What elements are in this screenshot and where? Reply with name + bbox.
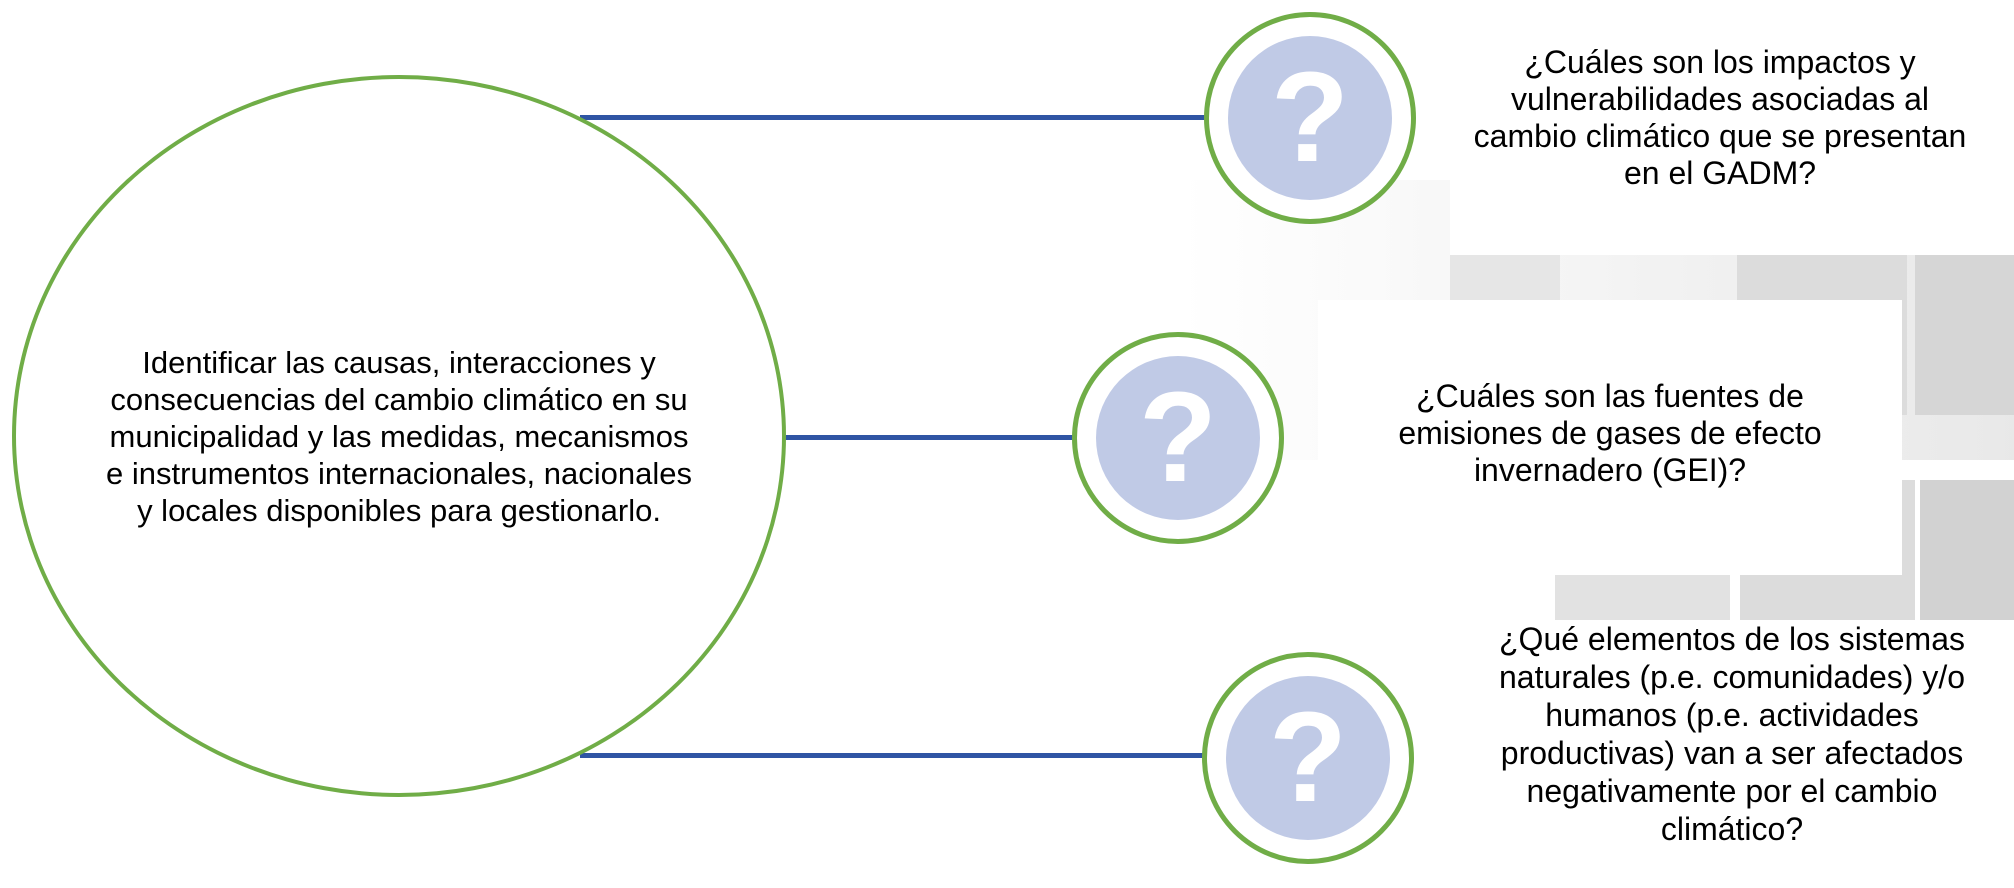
question-text: ¿Cuáles son los impactos y vulnerabilida…: [1473, 44, 1967, 191]
connector-line: [580, 115, 1238, 120]
question-mark-icon: ?: [1226, 676, 1390, 840]
question-mark-icon: ?: [1096, 356, 1260, 520]
background-tile: [1555, 575, 1730, 620]
question-text: ¿Cuáles son las fuentes de emisiones de …: [1398, 378, 1822, 488]
question-node: ?: [1204, 12, 1416, 224]
question-box: [1440, 620, 2014, 888]
question-node: ?: [1072, 332, 1284, 544]
question-box: [1450, 5, 2014, 255]
connector-line: [580, 753, 1238, 758]
question-box: [1318, 300, 1902, 575]
background-tile: [1915, 255, 2014, 415]
question-node: ?: [1202, 652, 1414, 864]
connector-line: [784, 435, 1114, 440]
question-text: ¿Qué elementos de los sistemas naturales…: [1498, 621, 1966, 847]
main-objective-text: Identificar las causas, interacciones y …: [106, 344, 692, 528]
main-objective-circle: Identificar las causas, interacciones y …: [12, 75, 786, 797]
question-mark-icon: ?: [1228, 36, 1392, 200]
background-tile: [1920, 480, 2014, 620]
